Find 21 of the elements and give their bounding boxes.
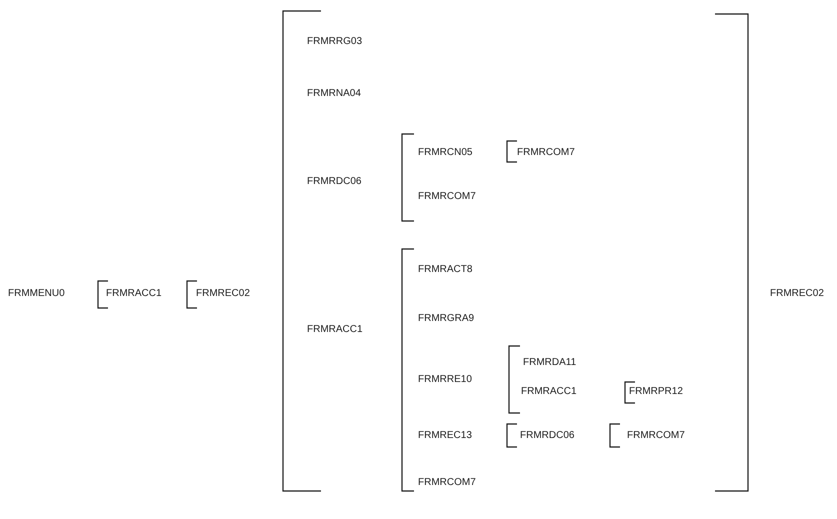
module-name: FRMRCOM7 <box>517 147 575 159</box>
module-name: FRMRDC06 <box>520 430 574 442</box>
module-name: FRMREC02 <box>196 288 250 300</box>
module-name: FRMRACC1 <box>307 324 363 336</box>
module-name: FRMRCN05 <box>418 147 472 159</box>
module-name: FRMRACC1 <box>106 288 162 300</box>
module-name: FRMRRG03 <box>307 36 362 48</box>
module-name: FRMRCOM7 <box>627 430 685 442</box>
module-name: FRMRGRA9 <box>418 313 474 325</box>
module-name: FRMRNA04 <box>307 88 361 100</box>
module-name: FRMMENU0 <box>8 288 65 300</box>
module-name: FRMREC02 <box>770 288 824 300</box>
module-name: FRMRDA11 <box>523 357 576 369</box>
module-name: FRMRACT8 <box>418 264 472 276</box>
module-name: FRMRRE10 <box>418 374 472 386</box>
module-name: FRMRDC06 <box>307 176 362 188</box>
module-name: FRMREC13 <box>418 430 472 442</box>
module-name: FRMRCOM7 <box>418 191 476 203</box>
module-name: FRMRPR12 <box>629 386 683 398</box>
module-name: FRMRACC1 <box>521 386 577 398</box>
module-name: FRMRCOM7 <box>418 477 476 489</box>
